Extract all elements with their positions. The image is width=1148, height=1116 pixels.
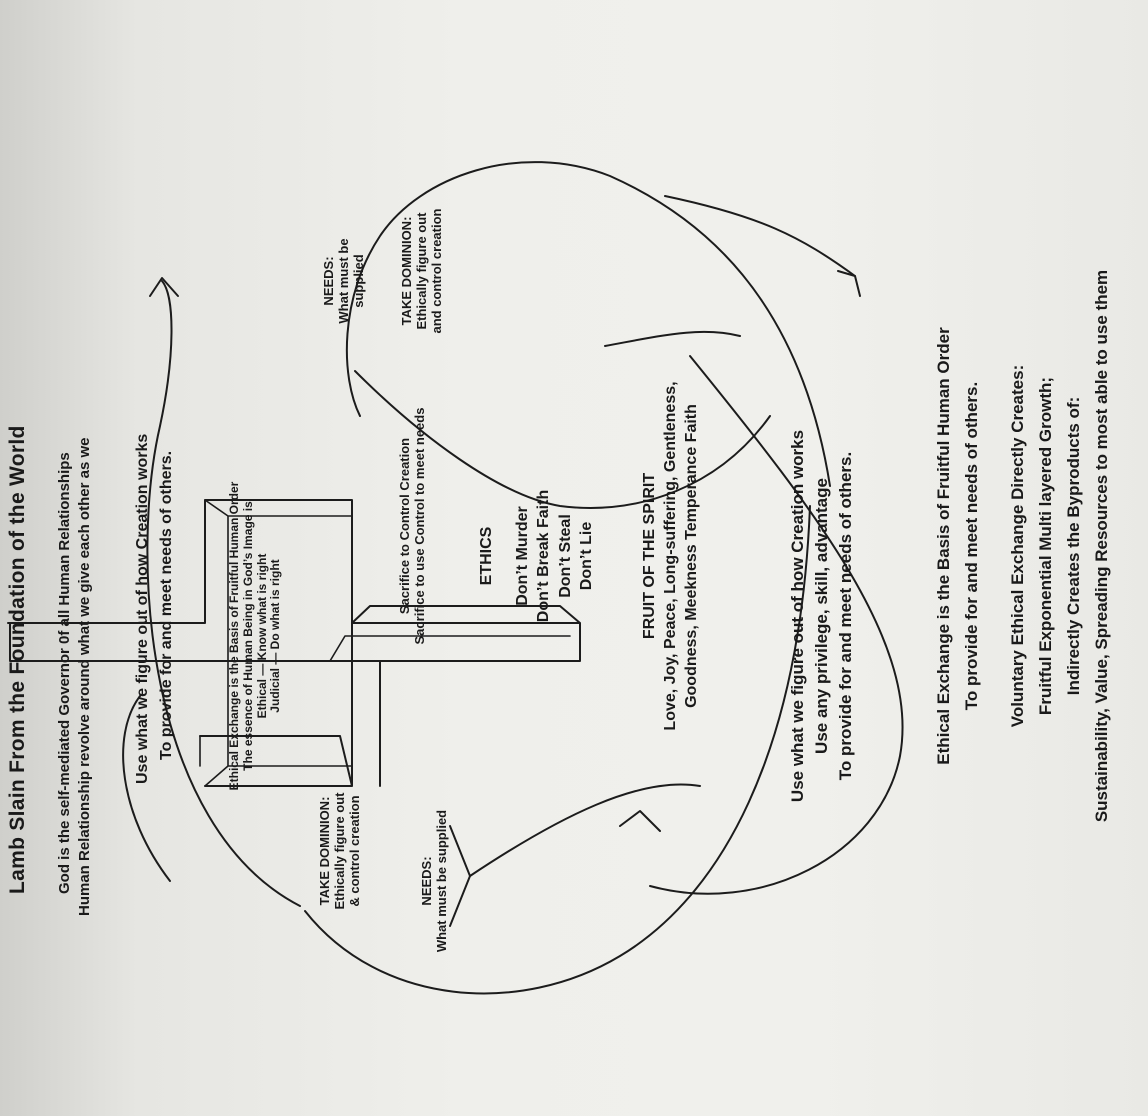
left-needs-arrowhead <box>449 825 471 927</box>
right-needs: NEEDS: What must be supplied <box>321 226 367 336</box>
cross-sacrifice-line-1: Sacrifice to Control Creation <box>397 437 412 615</box>
intro-line-1: God is the self-mediated Governor 0f all… <box>56 452 73 894</box>
right-take-dominion-heading: TAKE DOMINION: <box>399 216 414 326</box>
fruit-heading: FRUIT OF THE SPIRIT <box>641 472 658 640</box>
cross-sacrifice-text: Sacrifice to Control Creation Sacrifice … <box>397 396 428 656</box>
right-needs-line-2: What must be <box>335 238 351 324</box>
bottom-block-line-2: Use any privilege, skill, advantage <box>811 478 831 754</box>
right-arrow-loop <box>354 370 771 509</box>
ethics-item: Don’t Break Faith <box>535 489 553 623</box>
fruit-line-2: Goodness, Meekness Temperance Faith <box>682 404 700 708</box>
right-upper-loop <box>649 355 904 895</box>
left-upper-arrowhead <box>149 277 179 297</box>
top-block-line-2: To provide for and meet needs of others. <box>158 450 175 760</box>
ethics-item: Don’t Lie <box>578 521 596 591</box>
ethics-item: Don’t Murder <box>513 506 531 606</box>
left-outer-loop <box>304 505 811 995</box>
summary-line-2: To provide for and meet needs of others. <box>962 381 982 711</box>
cross-upper-line-3: Ethical — Know what is right <box>254 553 269 719</box>
ethics-heading: ETHICS <box>478 526 495 586</box>
summary-line-1: Ethical Exchange is the Basis of Fruitfu… <box>934 327 953 765</box>
left-take-dominion: TAKE DOMINION: Ethically figure out & co… <box>317 786 363 916</box>
left-needs-heading: NEEDS: <box>419 856 434 906</box>
right-needs-heading: NEEDS: <box>321 256 336 306</box>
left-needs-arrow <box>469 783 701 877</box>
cross-upper-line-1: Ethical Exchange is the Basis of Fruitfu… <box>227 481 241 791</box>
left-outer-loop-top <box>122 695 171 882</box>
cross-upper-line-2: The essence of Human Being in God’s Imag… <box>240 501 255 771</box>
left-upper-loop <box>146 280 301 907</box>
page-title: Lamb Slain From the Foundation of the Wo… <box>6 425 29 894</box>
left-take-dominion-line-2: Ethically figure out <box>331 792 347 910</box>
fruit-block: FRUIT OF THE SPIRIT Love, Joy, Peace, Lo… <box>640 336 702 776</box>
right-side-arrowhead <box>837 270 861 297</box>
ethics-block: ETHICS Don’t Murder Don’t Break Faith Do… <box>476 456 598 656</box>
summary-line-3: Voluntary Ethical Exchange Directly Crea… <box>1008 364 1028 728</box>
summary-line-5: Indirectly Creates the Byproducts of: <box>1064 396 1084 696</box>
summary-line-6: Sustainability, Value, Spreading Resourc… <box>1092 269 1112 823</box>
bottom-block: Use what we figure out of how Creation w… <box>786 416 857 816</box>
left-needs-line-2: What must be supplied <box>433 809 449 953</box>
cross-shaft-depth <box>199 635 571 767</box>
cross-upper-line-4: Judicial — Do what is right <box>268 559 283 713</box>
right-needs-line-3: supplied <box>350 254 366 308</box>
bottom-block-line-1: Use what we figure out of how Creation w… <box>788 429 807 803</box>
summary-line-4: Fruitful Exponential Multi layered Growt… <box>1036 376 1056 716</box>
ethics-item: Don’t Steal <box>556 514 574 598</box>
left-take-dominion-line-3: & control creation <box>346 795 362 907</box>
fruit-line-1: Love, Joy, Peace, Long-suffering, Gentle… <box>661 381 679 731</box>
cross-depth-lines <box>204 499 353 787</box>
right-take-dominion-line-3: and control creation <box>428 208 444 334</box>
right-side-arrow <box>664 195 856 277</box>
left-needs: NEEDS: What must be supplied <box>419 796 450 966</box>
cross-sacrifice-line-2: Sacrifice to use Control to meet needs <box>411 407 427 645</box>
left-take-dominion-heading: TAKE DOMINION: <box>317 796 332 906</box>
bottom-block-line-3: To provide for and meet needs of others. <box>835 451 855 781</box>
top-block-line-1: Use what we figure out of how Creation w… <box>134 433 151 784</box>
right-take-dominion-line-2: Ethically figure out <box>413 212 429 330</box>
summary-block: Ethical Exchange is the Basis of Fruitfu… <box>930 76 1116 1016</box>
right-take-dominion: TAKE DOMINION: Ethically figure out and … <box>399 186 445 356</box>
bottom-arrowhead <box>619 810 661 832</box>
right-outer-loop <box>345 161 831 487</box>
intro-line-2: Human Relationship revolve around what w… <box>76 437 93 916</box>
right-upper-loop-tail <box>604 330 741 347</box>
cross-upper-text: Ethical Exchange is the Basis of Fruitfu… <box>227 456 283 816</box>
